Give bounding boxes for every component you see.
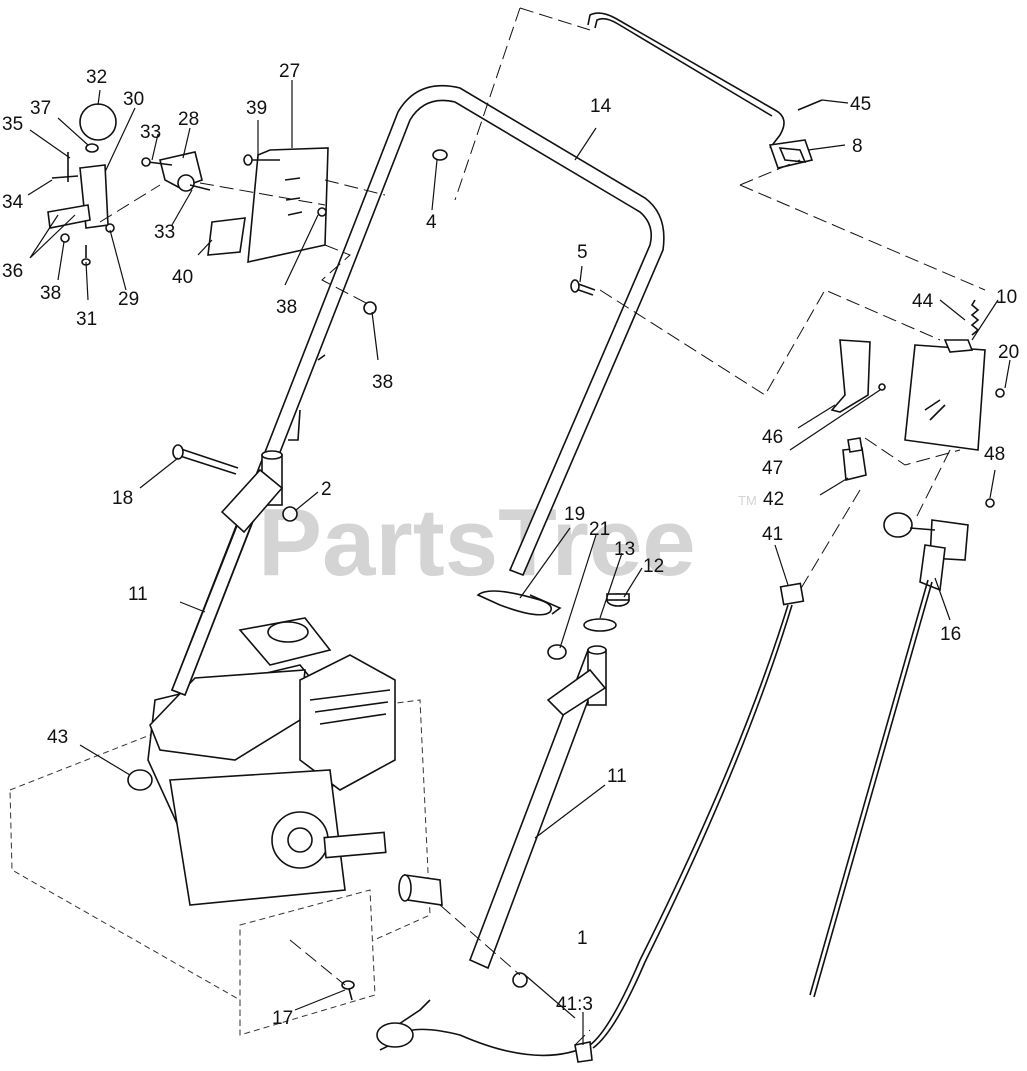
callout-27: 27 [279,61,300,82]
assembly-lines [99,7,986,1046]
screw-39 [243,154,280,166]
nut-38-right [317,207,327,217]
control-bracket-27 [247,147,329,264]
screw-20 [995,388,1005,398]
screw-34 [51,175,79,179]
callout-30: 30 [123,89,144,110]
bolt-5 [570,279,596,296]
watermark-text: PartsTree [258,489,696,596]
callout-38-left: 38 [40,283,61,304]
callout-10: 10 [996,287,1017,308]
callout-28: 28 [178,109,199,130]
engine [147,617,396,906]
callout-46: 46 [762,427,783,448]
callout-42: 42 [763,489,784,510]
callout-1: 1 [577,928,588,949]
bolt-17 [341,980,355,1001]
cable-clip [476,590,562,616]
nut-1 [512,972,528,988]
callout-31: 31 [76,309,97,330]
callout-20: 20 [998,342,1019,363]
callout-16: 16 [940,624,961,645]
pto-shaft [398,874,443,906]
nut-38-left [60,233,70,243]
washer-13 [583,618,617,632]
switch-cable [376,582,805,1063]
callout-33-bottom: 33 [154,222,175,243]
callout-48: 48 [984,444,1005,465]
spring-pin [797,99,823,111]
lever-28 [159,151,203,192]
callout-36: 36 [2,261,23,282]
ignition-switch [842,437,867,482]
cap-21 [547,644,567,660]
nut-2 [282,506,298,522]
callout-29: 29 [118,289,139,310]
callout-40: 40 [172,267,193,288]
bail-bar [587,12,814,169]
callout-38-mid: 38 [372,372,393,393]
bracket-30 [47,164,109,229]
callout-14: 14 [590,96,612,117]
callout-8: 8 [852,136,863,157]
callout-2: 2 [321,479,332,500]
pin-33-top [141,157,173,167]
watermark-tm: TM [738,493,757,508]
knob-32 [79,103,117,141]
callout-13: 13 [614,539,635,560]
control-plate [904,339,986,451]
callout-39: 39 [246,98,267,119]
callout-35: 35 [2,114,23,135]
screw-48 [985,498,995,508]
screw-47 [878,383,886,391]
handle-grip [830,339,871,413]
callout-45: 45 [850,94,871,115]
callout-38-bracket: 38 [276,297,297,318]
callout-11-right: 11 [607,766,627,787]
handle-lower-right [468,645,607,970]
throttle-control [809,512,969,998]
callout-47: 47 [762,458,783,479]
callout-34: 34 [2,192,24,213]
callout-33-top: 33 [140,122,161,143]
callout-41: 41 [762,524,783,545]
callout-19: 19 [564,504,585,525]
callout-labels: 1 2 4 5 8 10 11 11 12 13 14 16 17 18 19 … [2,61,1019,1029]
callout-37: 37 [30,98,51,119]
decal-40 [207,217,246,256]
callout-43: 43 [47,727,68,748]
plug-43 [127,769,153,791]
callout-11-left: 11 [128,584,148,605]
callout-17: 17 [272,1008,293,1029]
knob-12 [606,593,630,607]
bolt-4 [432,149,448,161]
callout-5: 5 [577,242,588,263]
handle-upper-loop [170,84,665,697]
callout-4: 4 [426,212,437,233]
washer-37 [85,143,99,153]
callout-21: 21 [589,519,610,540]
leader-lines [27,80,1011,1045]
callout-18: 18 [112,488,133,509]
nut-38-mid [363,301,377,315]
callout-12: 12 [643,556,664,577]
extension-spring [970,299,980,336]
callout-41-3: 41:3 [556,994,593,1015]
handle-lower-left [170,450,284,697]
pin-33-bottom [189,184,211,191]
bolt-18 [172,444,239,475]
callout-44: 44 [912,291,934,312]
callout-32: 32 [86,67,107,88]
